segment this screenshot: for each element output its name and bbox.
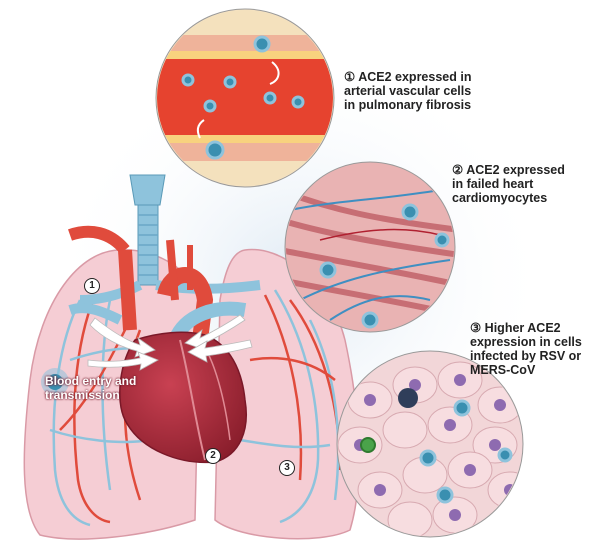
white-arrow-icons bbox=[87, 314, 253, 371]
white-arrow-icon bbox=[89, 317, 156, 358]
white-arrow-icon bbox=[187, 339, 253, 363]
panel3-circle bbox=[336, 350, 524, 538]
panel1-circle bbox=[155, 8, 335, 188]
heart bbox=[119, 331, 247, 464]
trachea bbox=[79, 174, 261, 305]
blood-entry-label: Blood entry and transmission bbox=[45, 374, 137, 402]
white-arrow-icon bbox=[87, 351, 159, 371]
panel2-annotation: ② ACE2 expressed in failed heart cardiom… bbox=[452, 163, 565, 205]
panel1-annotation: ① ACE2 expressed in arterial vascular ce… bbox=[344, 70, 472, 112]
great-vessels bbox=[68, 225, 247, 344]
virus-icon-blood-entry bbox=[41, 368, 69, 396]
marker-1: 1 bbox=[84, 278, 100, 294]
marker-2: 2 bbox=[205, 448, 221, 464]
panel2-circle bbox=[284, 161, 456, 333]
panel3-annotation: ③ Higher ACE2 expression in cells infect… bbox=[470, 321, 582, 377]
marker-3: 3 bbox=[279, 460, 295, 476]
white-arrow-icon bbox=[184, 314, 246, 351]
